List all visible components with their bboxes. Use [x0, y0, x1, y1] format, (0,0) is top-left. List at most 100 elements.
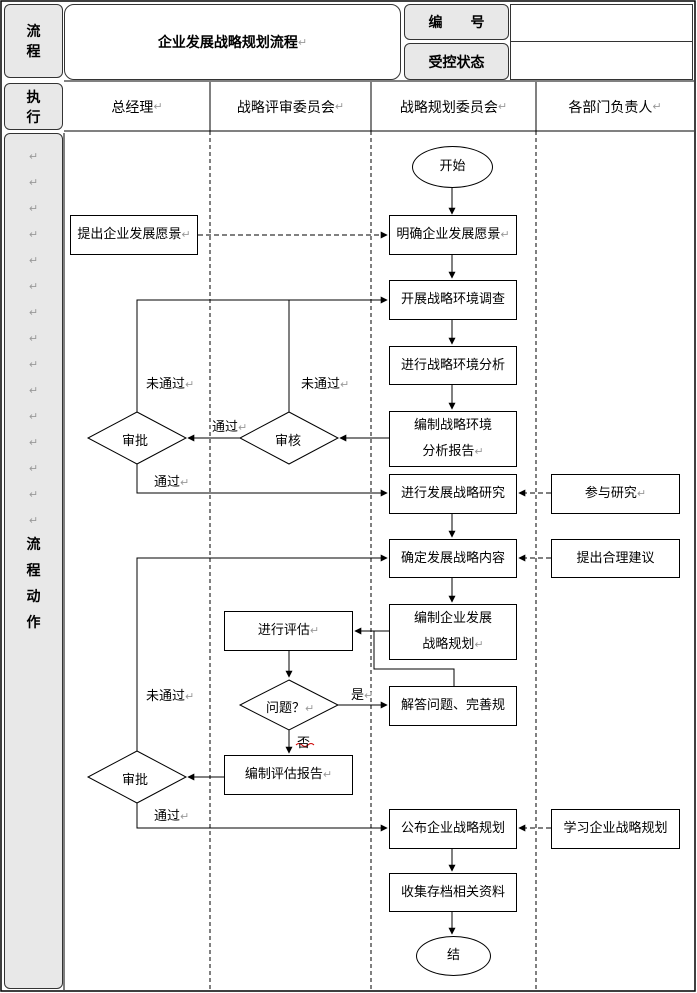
end-node: 结	[416, 936, 491, 976]
approve1-text: 审批	[122, 434, 149, 449]
number-label-cell: 编 号	[404, 4, 509, 40]
edge-label-yes: 是↵	[351, 684, 373, 703]
start-label: 开始	[439, 159, 466, 174]
side-mark: ↵	[28, 436, 39, 449]
edge-label-fail1: 未通过↵	[146, 373, 194, 392]
lane-planning-label: 战略规划委员会	[399, 99, 498, 116]
review-diamond	[238, 411, 340, 465]
page-title-text: 企业发展战略规划流程	[157, 35, 298, 51]
side-label-3: 动	[26, 589, 41, 605]
control-value-cell	[510, 41, 693, 80]
return-mark: ↵	[474, 445, 484, 458]
side-mark: ↵	[28, 462, 39, 475]
archive-box: 收集存档相关资料	[389, 873, 517, 912]
return-mark: ↵	[180, 476, 190, 489]
strategy-research-box: 进行发展战略研究	[389, 474, 517, 514]
return-mark: ↵	[500, 228, 510, 241]
return-mark: ↵	[297, 35, 308, 49]
env-analysis-label: 进行战略环境分析	[400, 357, 505, 373]
evaluate-label: 进行评估	[257, 623, 310, 638]
exec-label-cell: 执 行	[4, 83, 63, 130]
edge-label-fail3: 未通过↵	[146, 685, 194, 704]
lane-depts-label: 各部门负责人	[568, 99, 653, 116]
return-mark: ↵	[652, 100, 662, 113]
edge-fail1-text: 未通过	[146, 377, 186, 392]
approve2-text: 审批	[122, 773, 149, 788]
suggest-box: 提出合理建议	[551, 539, 680, 578]
learn-label: 学习企业战略规划	[563, 821, 668, 836]
return-mark: ↵	[309, 624, 320, 637]
plan-compile-line2: 战略规划	[422, 637, 475, 652]
edge-no-text: 否	[297, 736, 311, 751]
return-mark: ↵	[340, 378, 350, 391]
edge-pass1-text: 通过	[212, 420, 239, 435]
flow-label-cell: 流 程	[4, 4, 63, 78]
participate-label: 参与研究	[584, 486, 637, 501]
solve-box: 解答问题、完善规	[389, 686, 517, 726]
plan-compile-line1: 编制企业发展	[413, 611, 492, 626]
edge-pass2-text: 通过	[154, 475, 181, 490]
side-label-2: 程	[26, 563, 41, 579]
plan-compile-box: 编制企业发展 战略规划↵	[389, 604, 517, 660]
env-report-line1: 编制战略环境	[413, 418, 492, 433]
side-label-cell	[4, 133, 63, 989]
return-mark: ↵	[322, 768, 333, 781]
suggest-label: 提出合理建议	[576, 550, 655, 566]
return-mark: ↵	[497, 100, 508, 113]
eval-report-label: 编制评估报告	[244, 767, 323, 782]
problem-label: 问题？↵	[266, 697, 314, 716]
return-mark: ↵	[185, 378, 195, 391]
vision-propose-box: 提出企业发展愿景↵	[70, 215, 198, 255]
archive-label: 收集存档相关资料	[400, 884, 505, 900]
env-survey-label: 开展战略环境调查	[400, 292, 505, 307]
strategy-research-label: 进行发展战略研究	[400, 486, 505, 501]
vision-propose-label: 提出企业发展愿景	[77, 227, 182, 242]
side-mark: ↵	[28, 410, 39, 423]
side-mark: ↵	[28, 254, 39, 267]
learn-box: 学习企业战略规划	[551, 809, 680, 849]
review-text: 审核	[275, 434, 302, 449]
side-mark: ↵	[28, 306, 39, 319]
exec-label-2: 行	[26, 109, 41, 126]
flow-label-2: 程	[26, 44, 41, 60]
edge-fail2-text: 未通过	[301, 377, 341, 392]
env-survey-box: 开展战略环境调查	[389, 280, 517, 320]
exec-label-1: 执	[26, 89, 41, 106]
problem-text: 问题？	[266, 701, 306, 716]
side-mark: ↵	[28, 176, 39, 189]
side-label-4: 作	[26, 615, 41, 631]
side-mark: ↵	[28, 332, 39, 345]
side-mark: ↵	[28, 358, 39, 371]
approve1-label: 审批	[122, 430, 148, 449]
edge-fail3-text: 未通过	[146, 689, 186, 704]
edge-yes-text: 是	[351, 688, 365, 703]
return-mark: ↵	[364, 689, 374, 702]
side-mark: ↵	[28, 514, 39, 527]
edge-label-no: 否	[297, 732, 310, 751]
lane-header-gm: 总经理↵	[64, 82, 210, 131]
control-label: 受控状态	[428, 54, 485, 71]
lane-header-review: 战略评审委员会↵	[210, 82, 371, 131]
publish-box: 公布企业战略规划	[389, 809, 517, 849]
side-mark: ↵	[28, 202, 39, 215]
review-label: 审核	[275, 430, 301, 449]
spell-underline	[295, 743, 315, 747]
return-mark: ↵	[185, 690, 195, 703]
return-mark: ↵	[238, 421, 248, 434]
return-mark: ↵	[153, 100, 163, 113]
start-node: 开始	[412, 146, 493, 188]
side-mark: ↵	[28, 488, 39, 501]
solve-label: 解答问题、完善规	[400, 698, 505, 713]
lane-review-label: 战略评审委员会	[236, 99, 335, 116]
return-mark: ↵	[474, 638, 484, 651]
env-report-line2: 分析报告	[422, 444, 475, 459]
confirm-content-box: 确定发展战略内容	[389, 539, 517, 578]
eval-report-box: 编制评估报告↵	[224, 755, 353, 795]
number-label: 编 号	[428, 15, 485, 31]
vision-clarify-box: 明确企业发展愿景↵	[389, 215, 517, 255]
edge	[136, 554, 388, 751]
return-mark: ↵	[180, 810, 190, 823]
edge	[136, 464, 388, 497]
confirm-content-label: 确定发展战略内容	[400, 550, 505, 566]
